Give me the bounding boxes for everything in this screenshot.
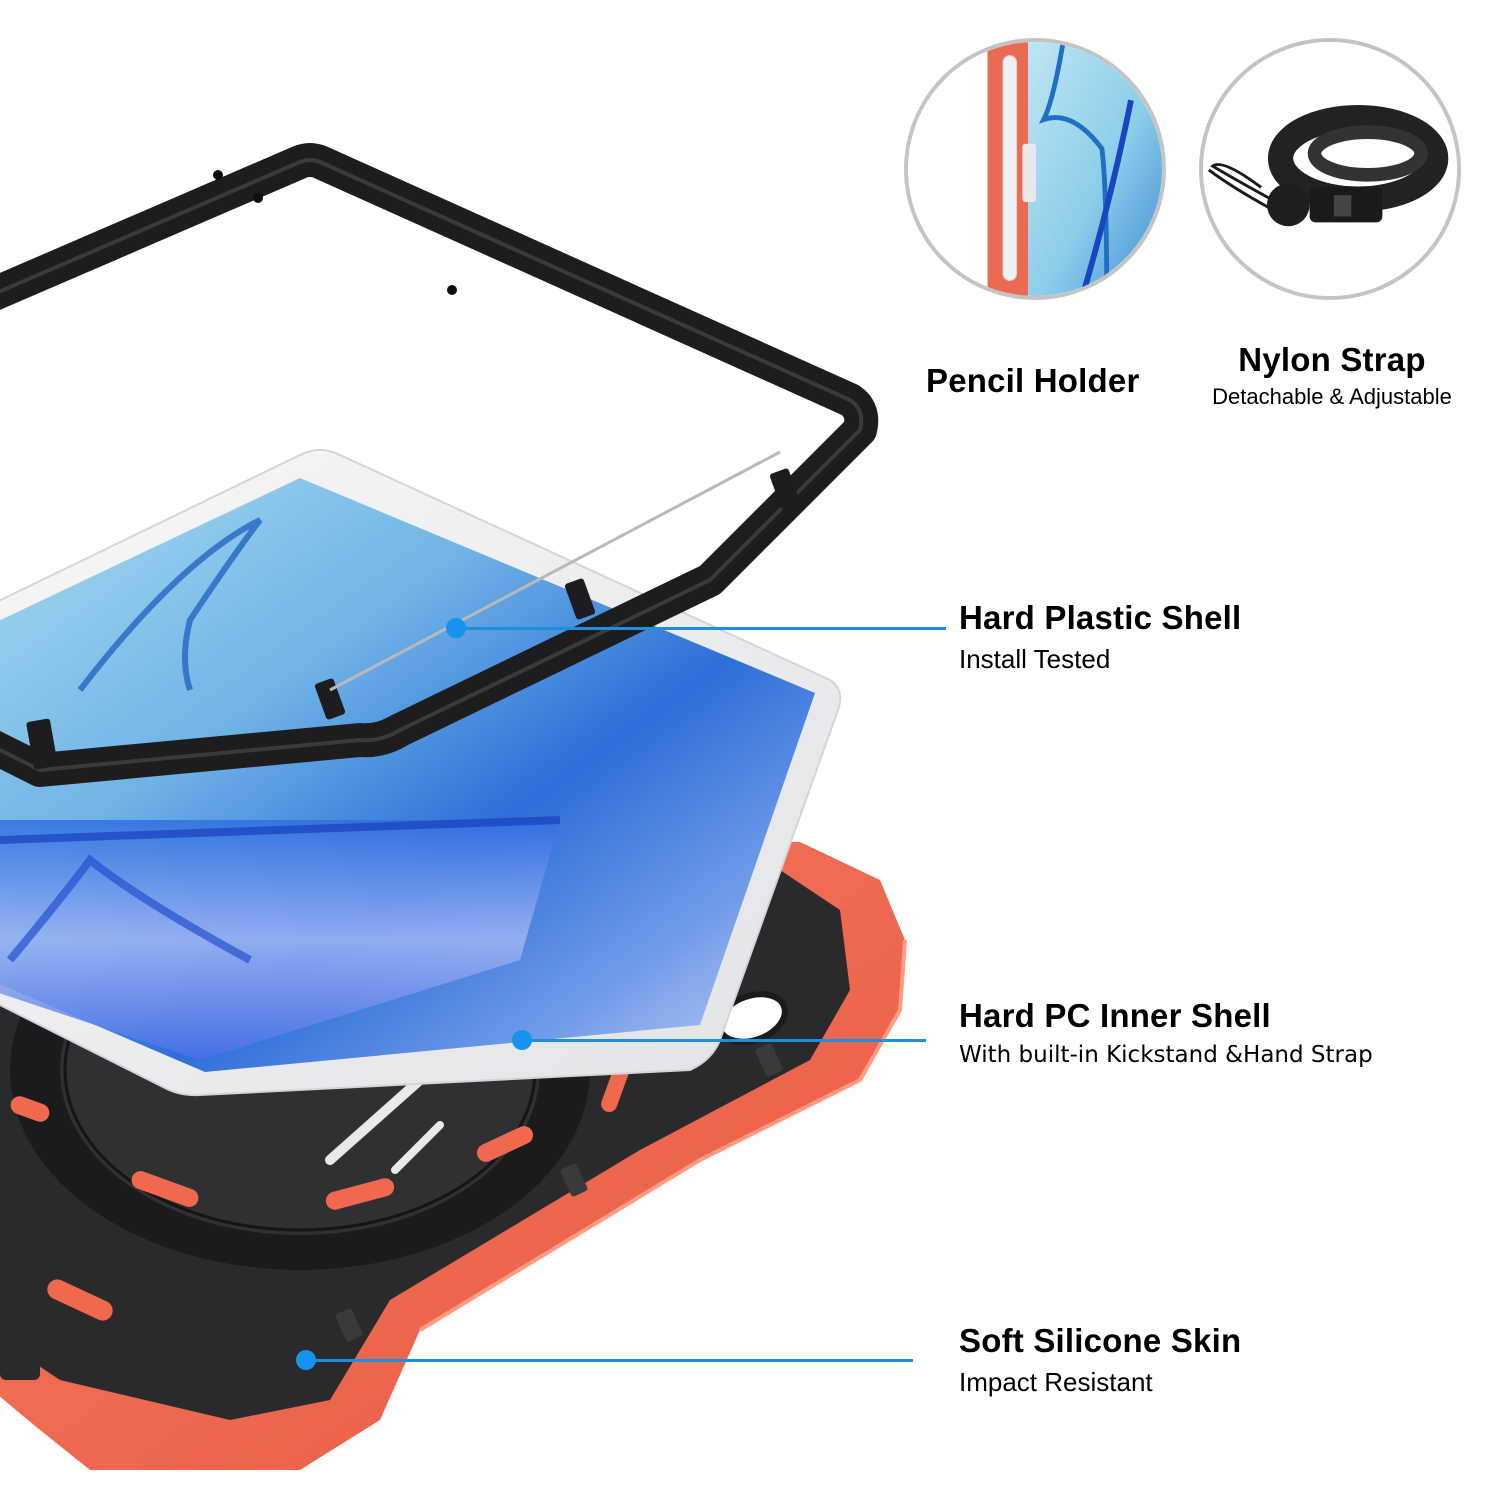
soft-silicone-skin-callout-dot bbox=[296, 1350, 316, 1370]
hard-pc-inner-shell-callout-line bbox=[522, 1039, 926, 1042]
nylon-strap-image bbox=[1203, 42, 1457, 296]
nylon-strap-inset bbox=[1199, 38, 1461, 300]
hard-plastic-shell-subtitle: Install Tested bbox=[959, 644, 1111, 674]
pencil-holder-label: Pencil Holder bbox=[926, 364, 1140, 397]
nylon-strap-subtitle: Detachable & Adjustable bbox=[1212, 384, 1452, 409]
soft-silicone-skin-callout-line bbox=[306, 1359, 913, 1362]
pencil-holder-title: Pencil Holder bbox=[926, 362, 1140, 399]
hard-pc-inner-shell-label: Hard PC Inner Shell With built-in Kickst… bbox=[959, 999, 1373, 1067]
nylon-strap-title: Nylon Strap bbox=[1238, 341, 1426, 378]
hard-pc-inner-shell-callout-dot bbox=[512, 1030, 532, 1050]
hard-plastic-shell-label: Hard Plastic Shell Install Tested bbox=[959, 601, 1241, 672]
pencil-holder-closeup-image bbox=[908, 42, 1162, 296]
hard-pc-inner-shell-title: Hard PC Inner Shell bbox=[959, 997, 1271, 1034]
nylon-strap-label: Nylon Strap Detachable & Adjustable bbox=[1200, 343, 1464, 408]
soft-silicone-skin-label: Soft Silicone Skin Impact Resistant bbox=[959, 1324, 1241, 1395]
hard-plastic-shell-callout-dot bbox=[446, 618, 466, 638]
hard-pc-inner-shell-subtitle: With built-in Kickstand &Hand Strap bbox=[959, 1042, 1373, 1068]
hard-plastic-shell-callout-line bbox=[456, 627, 946, 630]
soft-silicone-skin-title: Soft Silicone Skin bbox=[959, 1322, 1242, 1359]
hard-plastic-shell-shape bbox=[0, 143, 879, 787]
soft-silicone-skin-subtitle: Impact Resistant bbox=[959, 1367, 1153, 1397]
hard-plastic-shell-title: Hard Plastic Shell bbox=[959, 599, 1242, 636]
pencil-holder-inset bbox=[904, 38, 1166, 300]
